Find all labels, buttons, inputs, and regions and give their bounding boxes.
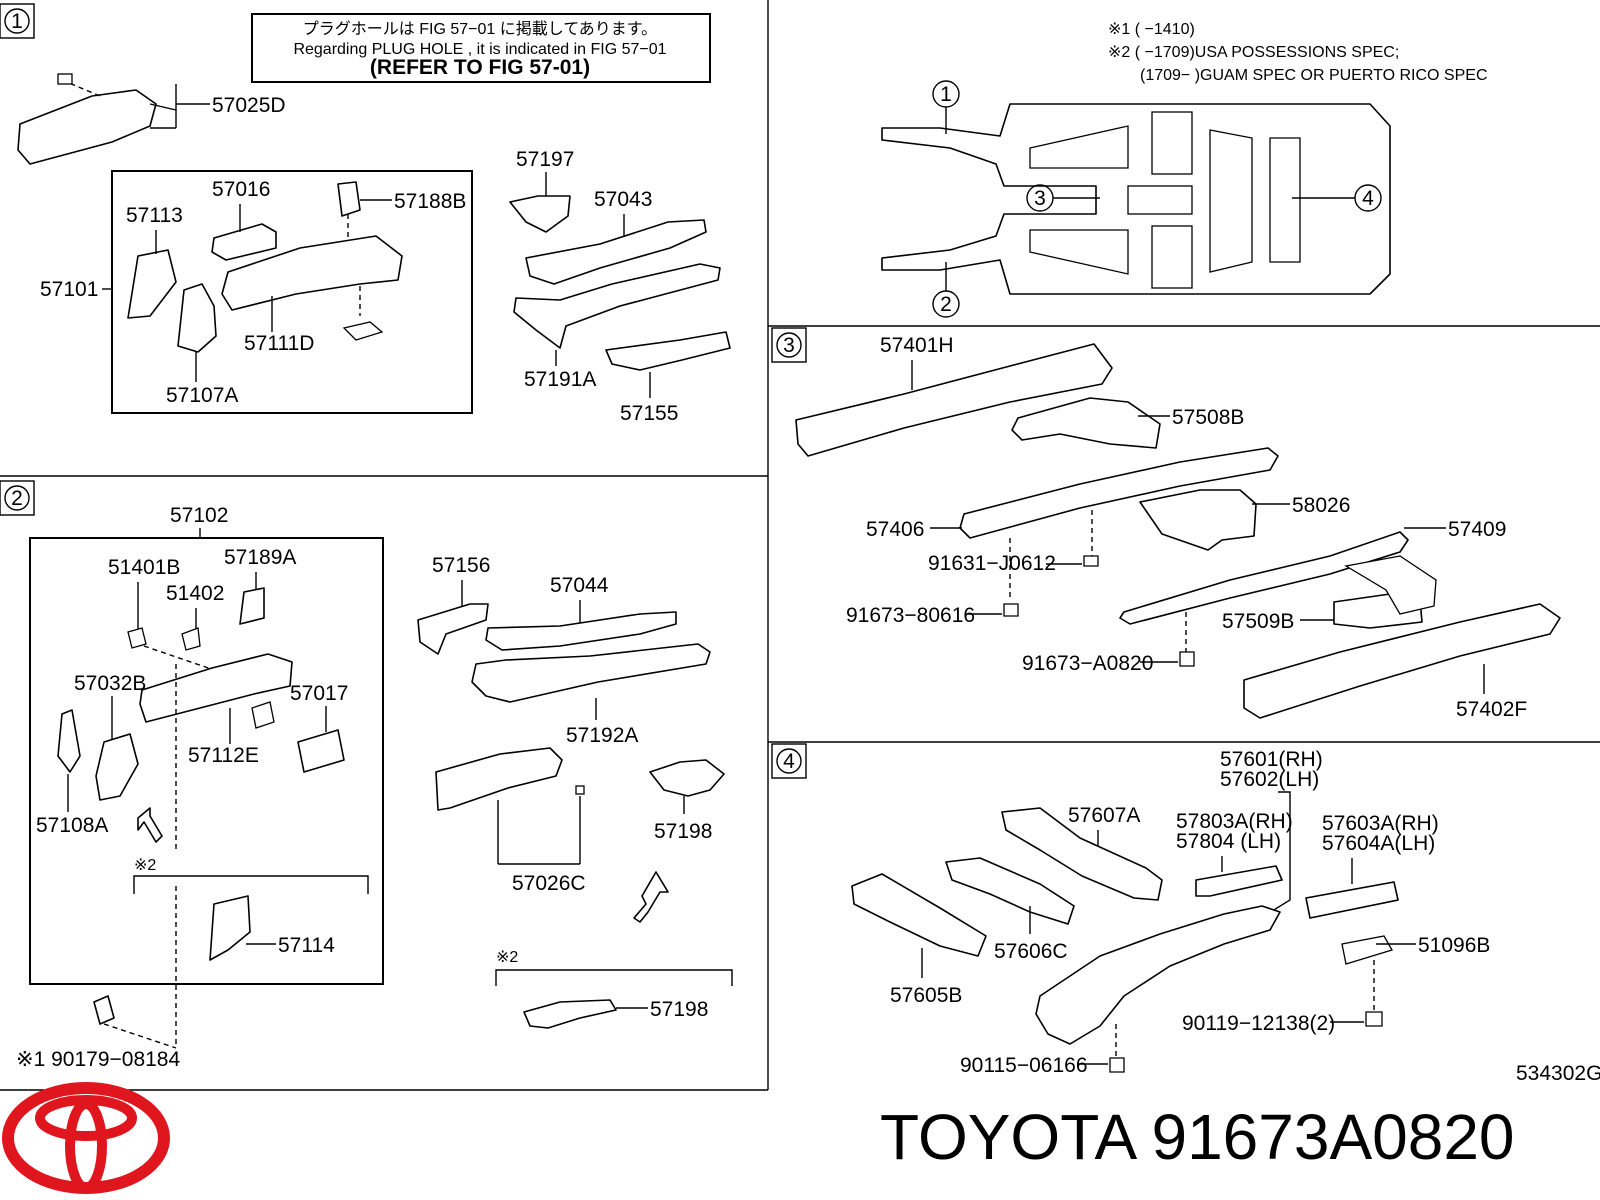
label-57605B: 57605B bbox=[890, 984, 962, 1007]
svg-text:1: 1 bbox=[940, 83, 952, 106]
svg-text:3: 3 bbox=[1034, 187, 1046, 210]
label-91673-A0820: 91673−A0820 bbox=[1022, 652, 1153, 675]
section-4-parts: 57601(RH) 57602(LH) 57607A 57803A(RH) 57… bbox=[851, 748, 1600, 1085]
footnote-1: ※1 ( −1410) bbox=[1108, 21, 1195, 38]
label-57102: 57102 bbox=[170, 504, 228, 527]
label-51401B: 51401B bbox=[108, 556, 180, 579]
label-57113: 57113 bbox=[126, 204, 183, 227]
label-57606C: 57606C bbox=[994, 940, 1068, 963]
label-57043: 57043 bbox=[594, 188, 652, 211]
footnote-3: (1709− )GUAM SPEC OR PUERTO RICO SPEC bbox=[1140, 67, 1488, 84]
chassis-overview: 1 2 3 4 bbox=[881, 80, 1391, 318]
label-57508B: 57508B bbox=[1172, 406, 1244, 429]
toyota-logo-icon bbox=[2, 1082, 170, 1194]
label-57032B: 57032B bbox=[74, 672, 146, 695]
section-marker-3: 3 bbox=[771, 327, 807, 363]
label-57107A: 57107A bbox=[166, 384, 238, 407]
section-2-parts: 57102 51401B 57189A 51402 57032B 57112E … bbox=[16, 504, 733, 1071]
label-57198b: 57198 bbox=[650, 998, 708, 1021]
label-57607A: 57607A bbox=[1068, 804, 1140, 827]
note-jp: プラグホールは FIG 57−01 に掲載してあります。 bbox=[303, 20, 657, 38]
svg-text:1: 1 bbox=[11, 10, 23, 33]
label-57402F: 57402F bbox=[1456, 698, 1527, 721]
label-57025D: 57025D bbox=[212, 94, 286, 117]
svg-text:2: 2 bbox=[940, 293, 952, 316]
label-51402: 51402 bbox=[166, 582, 224, 605]
label-57601: 57601(RH) bbox=[1220, 748, 1323, 771]
footnotes: ※1 ( −1410) ※2 ( −1709)USA POSSESSIONS S… bbox=[1108, 21, 1488, 84]
label-57198: 57198 bbox=[654, 820, 712, 843]
label-57156: 57156 bbox=[432, 554, 490, 577]
label-57406: 57406 bbox=[866, 518, 924, 541]
label-57155: 57155 bbox=[620, 402, 678, 425]
label-57804: 57804 (LH) bbox=[1176, 830, 1281, 853]
plug-hole-note: プラグホールは FIG 57−01 に掲載してあります。 Regarding P… bbox=[251, 13, 711, 83]
label-57401H: 57401H bbox=[880, 334, 954, 357]
label-57197: 57197 bbox=[516, 148, 574, 171]
note-refer: (REFER TO FIG 57-01) bbox=[370, 56, 590, 79]
label-57188B: 57188B bbox=[394, 190, 466, 213]
label-57603A: 57603A(RH) bbox=[1322, 812, 1439, 835]
label-57112E: 57112E bbox=[188, 744, 259, 767]
mark-2: ※2 bbox=[134, 857, 156, 874]
brand-part-number: TOYOTA 91673A0820 bbox=[880, 1101, 1515, 1173]
section-marker-2: 2 bbox=[0, 480, 35, 516]
svg-text:2: 2 bbox=[11, 487, 23, 510]
section-marker-4: 4 bbox=[771, 743, 807, 779]
mark-2b: ※2 bbox=[496, 949, 518, 966]
label-58026: 58026 bbox=[1292, 494, 1350, 517]
label-57189A: 57189A bbox=[224, 546, 296, 569]
section-1-parts: 57025D 57101 57113 57016 57188B 57111D 5… bbox=[17, 73, 731, 425]
label-90119-12138: 90119−12138(2) bbox=[1182, 1012, 1335, 1035]
label-51096B: 51096B bbox=[1418, 934, 1490, 957]
label-91631-J0612: 91631−J0612 bbox=[928, 552, 1056, 575]
label-57803A: 57803A(RH) bbox=[1176, 810, 1293, 833]
label-57192A: 57192A bbox=[566, 724, 638, 747]
section-marker-1: 1 bbox=[0, 3, 35, 39]
label-57108A: 57108A bbox=[36, 814, 108, 837]
label-57111D: 57111D bbox=[244, 332, 314, 355]
section-3-parts: 57401H 57508B 57406 58026 57409 91631−J0… bbox=[795, 334, 1561, 721]
note-en: Regarding PLUG HOLE , it is indicated in… bbox=[293, 41, 666, 58]
footnote-2: ※2 ( −1709)USA POSSESSIONS SPEC; bbox=[1108, 44, 1399, 61]
label-57604A: 57604A(LH) bbox=[1322, 832, 1435, 855]
label-91673-80616: 91673−80616 bbox=[846, 604, 975, 627]
label-57101: 57101 bbox=[40, 278, 98, 301]
diagram-code: 534302G bbox=[1516, 1062, 1600, 1085]
label-57509B: 57509B bbox=[1222, 610, 1294, 633]
label-90179-08184: ※1 90179−08184 bbox=[16, 1048, 180, 1071]
svg-text:4: 4 bbox=[783, 750, 795, 773]
label-57602: 57602(LH) bbox=[1220, 768, 1319, 791]
svg-text:4: 4 bbox=[1362, 187, 1374, 210]
label-57026C: 57026C bbox=[512, 872, 586, 895]
label-90115-06166: 90115−06166 bbox=[960, 1054, 1088, 1077]
label-57409: 57409 bbox=[1448, 518, 1506, 541]
label-57016: 57016 bbox=[212, 178, 270, 201]
svg-text:3: 3 bbox=[783, 334, 795, 357]
label-57191A: 57191A bbox=[524, 368, 596, 391]
label-57017: 57017 bbox=[290, 682, 348, 705]
label-57044: 57044 bbox=[550, 574, 609, 597]
label-57114: 57114 bbox=[278, 934, 335, 957]
